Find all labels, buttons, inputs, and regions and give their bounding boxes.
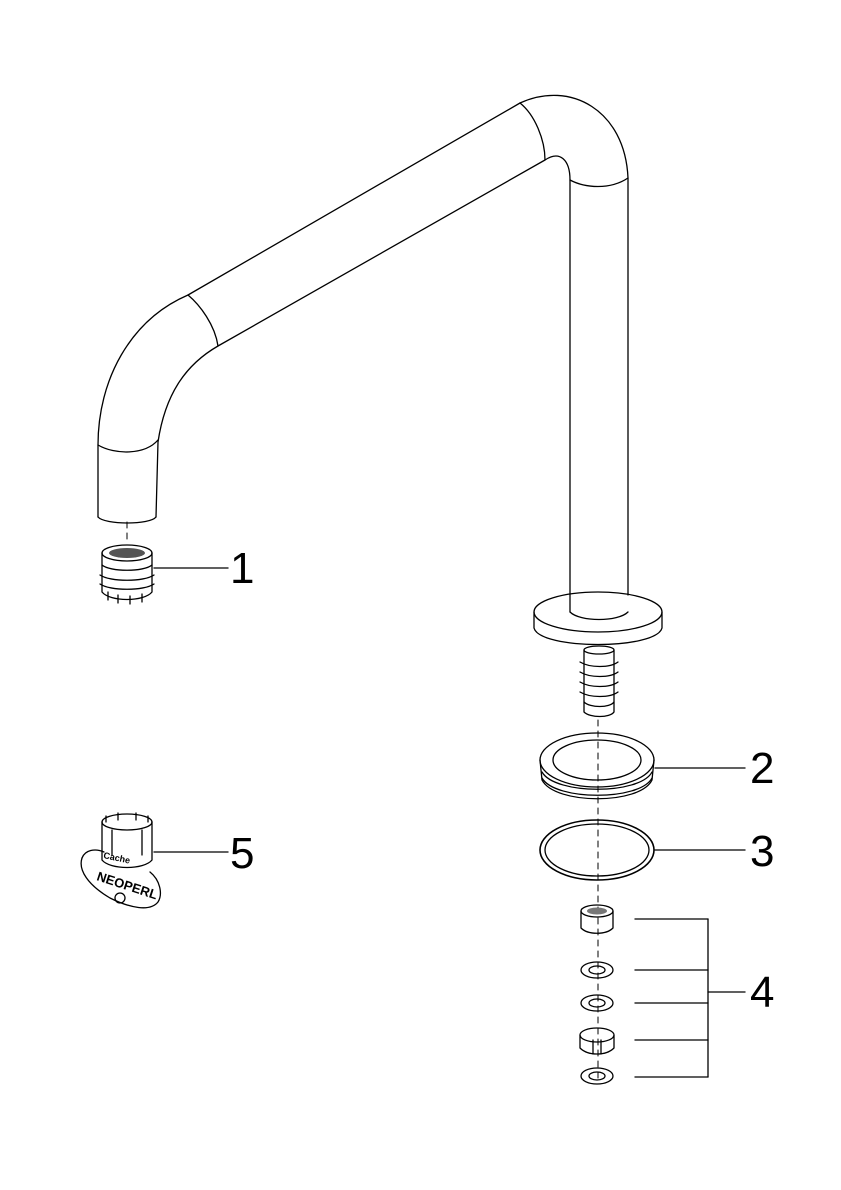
threaded-connector xyxy=(579,645,619,718)
spout xyxy=(97,94,663,646)
assembly-axis-lines xyxy=(126,521,599,1081)
compression-fittings xyxy=(579,904,746,1085)
callout-2: 2 xyxy=(750,744,774,793)
callout-4: 4 xyxy=(750,968,774,1017)
callout-1: 1 xyxy=(230,544,254,593)
aerator-key xyxy=(80,812,229,909)
threaded-ring xyxy=(539,732,746,800)
key-logo-text: NEOPERL xyxy=(95,869,159,903)
callout-5: 5 xyxy=(230,829,254,878)
callout-3: 3 xyxy=(750,827,774,876)
o-ring xyxy=(539,819,746,881)
aerator xyxy=(99,544,229,605)
